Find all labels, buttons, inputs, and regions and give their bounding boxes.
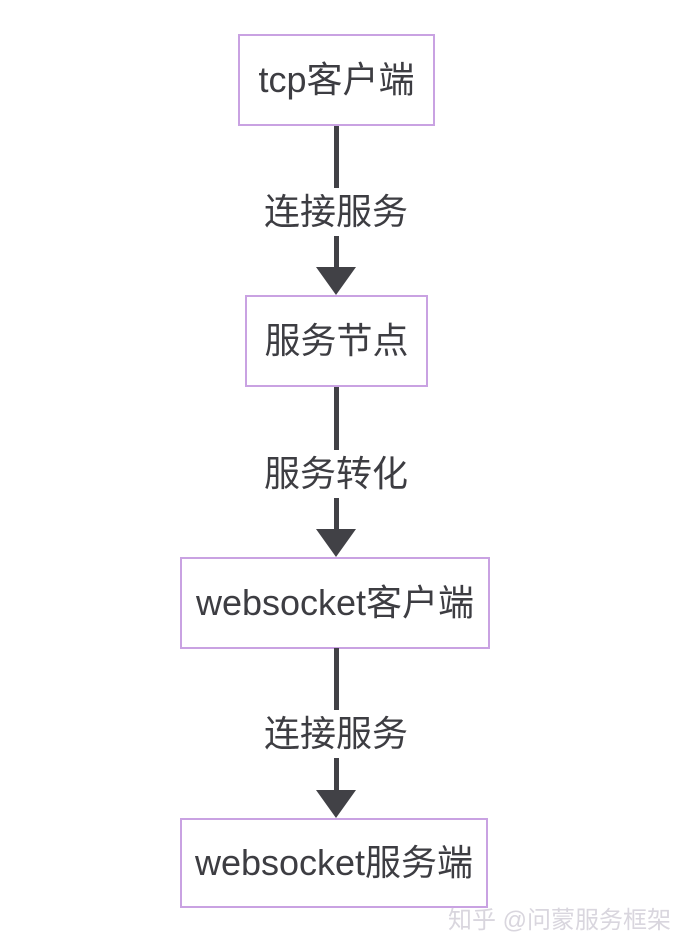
arrow-head-icon bbox=[316, 529, 356, 557]
flow-node-websocket-client: websocket客户端 bbox=[180, 557, 490, 649]
zhihu-watermark: 知乎 @问蒙服务框架 bbox=[447, 907, 671, 935]
arrow-head-icon bbox=[316, 267, 356, 295]
flow-node-service-node: 服务节点 bbox=[245, 295, 428, 387]
edge-label-connect-service-2: 连接服务 bbox=[259, 710, 413, 758]
flow-node-websocket-server: websocket服务端 bbox=[180, 818, 488, 908]
edge-label-connect-service-1: 连接服务 bbox=[259, 188, 413, 236]
edge-label-service-transform: 服务转化 bbox=[259, 450, 413, 498]
flow-node-tcp-client: tcp客户端 bbox=[238, 34, 435, 126]
arrow-head-icon bbox=[316, 790, 356, 818]
